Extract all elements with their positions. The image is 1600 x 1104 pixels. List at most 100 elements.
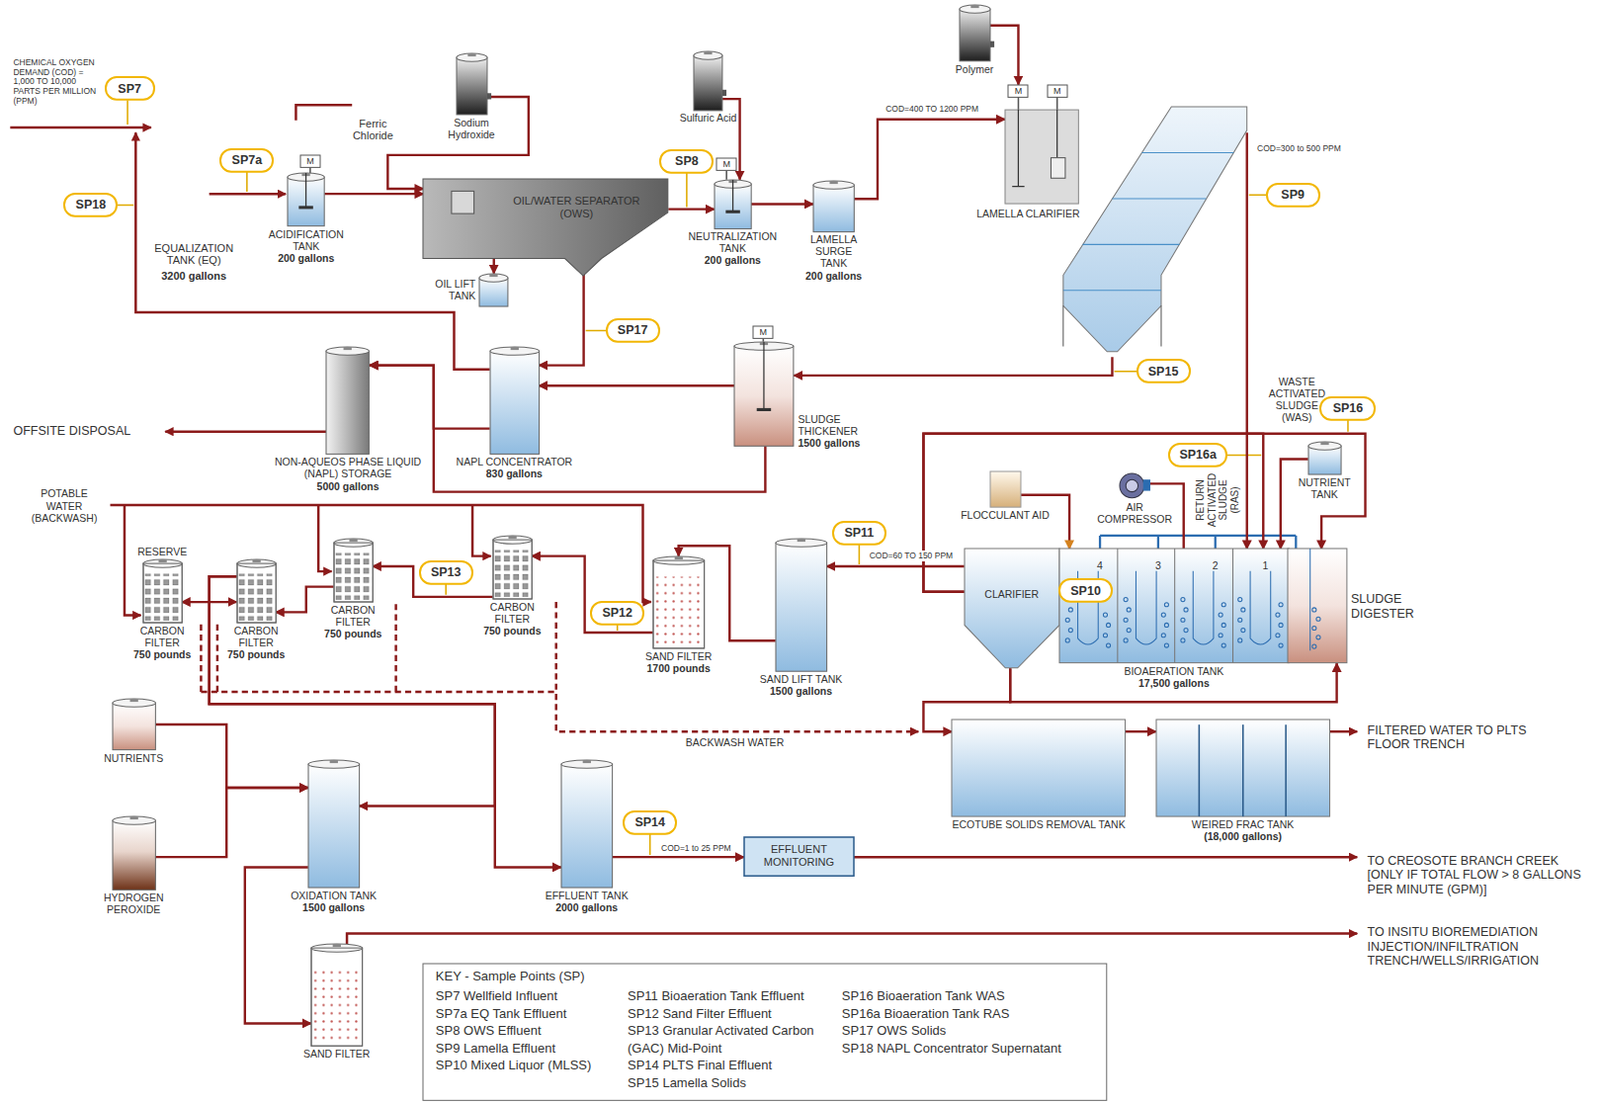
text-group: AIR COMPRESSOR: [1094, 501, 1177, 525]
equipment-label: NUTRIENTS: [92, 752, 175, 764]
lamella-plates: [1063, 153, 1234, 291]
air-bubble: [1126, 628, 1131, 633]
lamella-clarifier: LAMELLA CLARIFIER: [1005, 106, 1248, 357]
text-group: 3: [1151, 559, 1166, 572]
carbon-media: [238, 573, 275, 620]
text-group: SAND LIFT TANK1500 gallons: [745, 673, 858, 697]
shape-outline: [308, 759, 360, 888]
sample-point-label: SP10: [1070, 584, 1101, 598]
air-bubble: [1180, 618, 1185, 623]
air-bubble: [1218, 612, 1223, 617]
equipment-label: OXIDATION TANK: [277, 889, 391, 902]
shape-group: [951, 719, 1126, 817]
sample-point-outline: [833, 521, 886, 545]
equipment-label: SP15 Lamella Solids: [627, 1074, 838, 1093]
air-bubble: [1164, 602, 1169, 607]
equipment-label: SP13 Granular Activated Carbon (GAC) Mid…: [627, 1021, 838, 1057]
shape-outline: [1119, 472, 1151, 500]
text-group: SP7a: [220, 149, 273, 172]
text-group: WEIRED FRAC TANK(18,000 gallons): [1156, 818, 1331, 843]
air-bubble: [1123, 597, 1128, 602]
equipment-label: M: [306, 156, 315, 167]
potable-water-pipe: [318, 505, 332, 572]
text-group: SP13: [420, 561, 473, 585]
solids-tank: ECOTUBE SOLIDS REMOVAL TANK: [951, 719, 1126, 817]
mixer-shaft: [732, 179, 734, 212]
air-bubble: [1126, 607, 1131, 612]
pipe-connector: [155, 787, 309, 857]
shape-outline: [311, 943, 363, 1046]
tank-top: [479, 273, 508, 282]
text-group: Sulfuric Acid: [677, 111, 740, 124]
process-tank: OIL LIFT TANK: [479, 273, 508, 307]
pipe-connector: [793, 356, 1112, 376]
pipe-connector: [324, 192, 423, 195]
text-group: SP11 Bioaeration Tank EffluentSP12 Sand …: [627, 987, 838, 1092]
shape-group: [112, 698, 156, 751]
tank-lid: [970, 4, 979, 8]
process-tank: NUTRIENT TANK: [1308, 441, 1342, 475]
tank-body: [693, 55, 723, 111]
text-group: NUTRIENT TANK: [1288, 476, 1360, 501]
text-group: BIOAERATION TANK17,500 gallons: [1072, 665, 1277, 689]
monitoring-box: EFFLUENT MONITORING: [744, 837, 854, 876]
text-group: NEUTRALIZATION TANK200 gallons: [681, 230, 784, 266]
equipment-label: EFFLUENT MONITORING: [744, 842, 854, 868]
shape-outline: [493, 535, 532, 599]
shape-outline: [1308, 441, 1342, 475]
frac-tank: WEIRED FRAC TANK(18,000 gallons): [1156, 719, 1331, 817]
air-compressor: AIR COMPRESSOR: [1119, 472, 1151, 500]
air-bubble: [1221, 602, 1226, 607]
shape-group: [326, 346, 369, 454]
floc-paddle: [1050, 158, 1065, 179]
annotation: Ferric Chloride: [344, 117, 402, 143]
text-group: 2: [1207, 559, 1222, 572]
air-bubble: [1102, 633, 1107, 638]
tank-lid: [507, 535, 516, 539]
chemical-tank: HYDROGEN PEROXIDE: [112, 816, 156, 890]
equipment-label: 17,500 gallons: [1072, 676, 1277, 689]
text-group: SP16 Bioaeration Tank WASSP16a Bioaerati…: [842, 987, 1102, 1057]
carbon-filter: CARBON FILTER750 pounds: [237, 559, 276, 623]
pipe-connector: [531, 556, 654, 633]
air-bubble: [1221, 643, 1226, 648]
equipment-label: LAMELLA SURGE TANK: [802, 233, 866, 269]
shape-group: [813, 180, 854, 233]
text-group: SLUDGE THICKENER1500 gallons: [797, 413, 880, 449]
shape-group: [287, 172, 325, 227]
air-bubble: [1312, 607, 1317, 612]
equipment-label: 750 pounds: [317, 627, 389, 640]
sample-point-outline: [606, 319, 660, 342]
tank-body: [308, 763, 360, 888]
text-group: OIL/WATER SEPARATOR (OWS): [509, 194, 643, 220]
equipment-label: AIR COMPRESSOR: [1094, 501, 1177, 525]
tank-top: [959, 4, 991, 13]
equipment-label: OIL LIFT TANK: [416, 277, 476, 302]
tank-body: [1059, 548, 1289, 664]
tank-top: [693, 51, 723, 60]
annotation: RETURN ACTIVATED SLUDGE (RAS): [1194, 468, 1241, 532]
air-bubble: [1278, 623, 1283, 628]
mixer-blade: [757, 408, 771, 412]
text-group: NUTRIENTS: [92, 752, 175, 764]
equipment-label: SP16a Bioaeration Tank RAS: [842, 1005, 1102, 1023]
text-group: CARBON FILTER750 pounds: [220, 624, 292, 661]
equipment-label: SP10 Mixed Liquor (MLSS): [435, 1056, 628, 1075]
process-tank: NEUTRALIZATION TANK200 gallons: [714, 179, 752, 230]
equipment-label: NAPL CONCENTRATOR: [437, 455, 591, 468]
carbon-filter: CARBON FILTER750 pounds: [493, 535, 532, 599]
lamella-legs: [1063, 306, 1162, 347]
sample-point-label: SP13: [430, 565, 462, 580]
carbon-media: [494, 549, 531, 596]
shape-group: [1308, 441, 1342, 475]
shape-outline: [237, 559, 276, 623]
shape-outline: [1156, 719, 1331, 817]
shape-group: [959, 4, 995, 62]
tank-top: [112, 698, 156, 707]
key-box: KEY - Sample Points (SP)SP7 Wellfield In…: [422, 963, 1107, 1100]
equipment-label: NON-AQUEOS PHASE LIQUID (NAPL) STORAGE: [271, 455, 425, 480]
tank-lid: [252, 559, 260, 563]
pipe-connector: [1280, 459, 1309, 550]
tank-lid: [509, 346, 518, 350]
process-tank: SAND LIFT TANK1500 gallons: [775, 538, 828, 672]
